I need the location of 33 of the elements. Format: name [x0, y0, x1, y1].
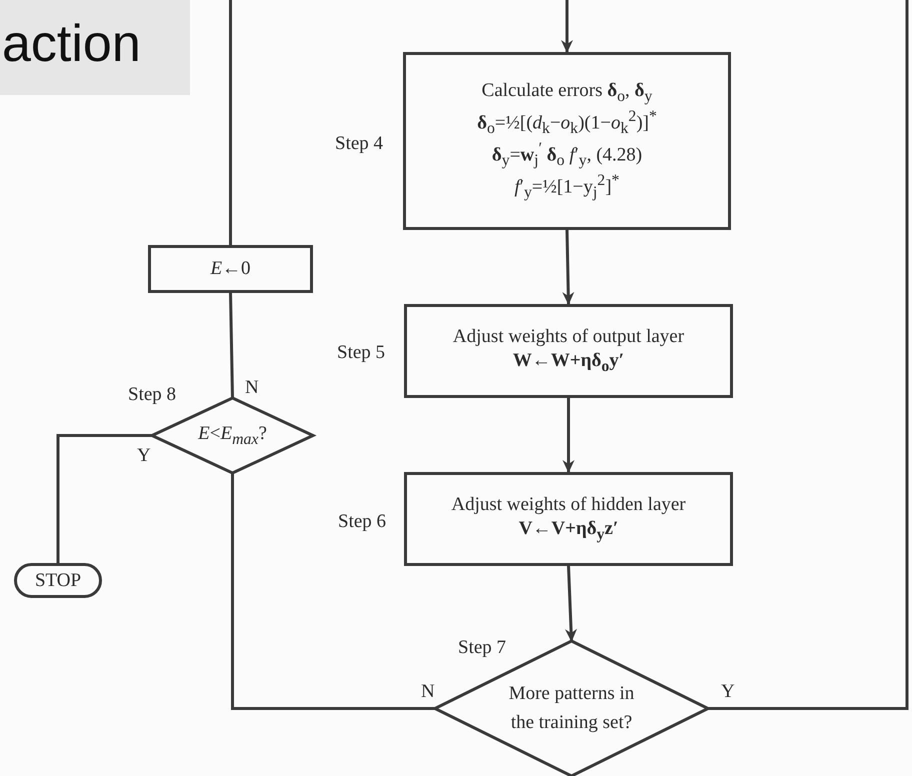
step-text: Calculate errors δ$_{o}$, δ$_{y}$	[482, 79, 652, 107]
formula-text: f′$_{y}$=½[1−y$_{j}$$^{2}$]$^{*}$	[514, 170, 620, 203]
decision-diamond	[435, 641, 708, 776]
step-text: E←0	[210, 257, 251, 281]
connector-line	[229, 292, 234, 398]
formula-text: δ$_{o}$=½[(d$_{k}$−o$_{k}$)(1−o$_{k}$$^{2}$)]$^{*}$	[477, 106, 657, 139]
connector-line	[708, 0, 908, 710]
step-text: Adjust weights of hidden layer	[451, 493, 686, 518]
connector-line	[56, 434, 152, 563]
step-label: Step 7	[458, 637, 506, 659]
formula-text: V←V+ηδ$_{y}$z′	[518, 517, 618, 545]
decision-text: E<E$_{max}$?	[198, 422, 267, 450]
slide-title: action	[2, 14, 141, 74]
arrow	[565, 566, 578, 642]
formula-text: W←W+ηδ$_{o}$y′	[512, 349, 624, 377]
decision-text: More patterns in the training set?	[508, 682, 636, 734]
formula-text: δ$_{y}$=w$_{j}$$^{′}$ δ$_{o}$ f′$_{y}$, (4.28)	[492, 138, 642, 171]
process-box	[403, 52, 731, 230]
process-box	[404, 472, 733, 566]
arrow	[562, 398, 574, 473]
arrow	[561, 0, 573, 53]
process-box	[404, 304, 733, 398]
arrow	[562, 230, 574, 305]
step-label: Step 6	[338, 511, 386, 533]
step-text: Adjust weights of output layer	[452, 325, 684, 350]
connector-line	[229, 0, 232, 245]
connector-line	[231, 473, 435, 710]
process-box	[148, 245, 313, 293]
step-label: Step 4	[335, 133, 384, 155]
step-text: STOP	[34, 568, 82, 592]
step-label: Step 5	[337, 342, 386, 364]
terminator	[14, 563, 102, 598]
step-label: Step 8	[128, 384, 176, 406]
